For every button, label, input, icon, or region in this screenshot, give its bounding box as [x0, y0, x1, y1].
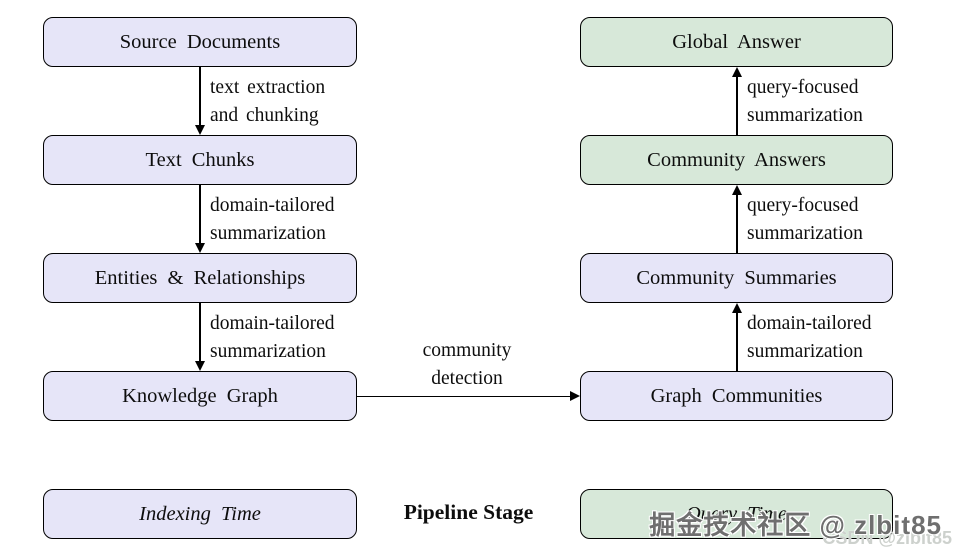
arrow-down-icon — [195, 361, 205, 371]
box-global-answer: Global Answer — [580, 17, 893, 67]
edge-label-line: summarization — [747, 223, 863, 244]
edge-label-line: domain-tailored — [210, 195, 335, 216]
edge-label-line: summarization — [210, 223, 326, 244]
edge-label-line: query-focused — [747, 77, 859, 98]
box-community-summaries: Community Summaries — [580, 253, 893, 303]
edge-label-query-focused-2: query-focused summarization — [747, 192, 863, 248]
box-community-answers-label: Community Answers — [647, 148, 826, 171]
edge-label-domain-tailored-3: domain-tailored summarization — [747, 310, 872, 366]
edge-label-line: domain-tailored — [210, 313, 335, 334]
edge-label-line: summarization — [747, 341, 863, 362]
box-indexing-time: Indexing Time — [43, 489, 357, 539]
arrow-line — [199, 303, 201, 363]
edge-label-domain-tailored-1: domain-tailored summarization — [210, 192, 335, 248]
edge-label-line: domain-tailored — [747, 313, 872, 334]
box-knowledge-graph: Knowledge Graph — [43, 371, 357, 421]
edge-label-line: summarization — [210, 341, 326, 362]
box-graph-communities-label: Graph Communities — [650, 384, 823, 407]
box-query-time: Query Time — [580, 489, 893, 539]
box-text-chunks: Text Chunks — [43, 135, 357, 185]
arrow-up-icon — [732, 185, 742, 195]
arrow-line — [736, 75, 738, 135]
box-global-answer-label: Global Answer — [672, 30, 801, 53]
box-graph-communities: Graph Communities — [580, 371, 893, 421]
edge-label-line: detection — [431, 368, 503, 389]
edge-label-line: and chunking — [210, 105, 319, 126]
edge-label-line: community — [422, 340, 512, 361]
arrow-line — [736, 311, 738, 371]
box-source-documents-label: Source Documents — [119, 30, 281, 53]
arrow-down-icon — [195, 243, 205, 253]
box-community-answers: Community Answers — [580, 135, 893, 185]
legend-pipeline-stage: Pipeline Stage — [403, 500, 534, 524]
box-entities-relationships-label: Entities & Relationships — [94, 266, 306, 289]
edge-label-line: summarization — [747, 105, 863, 126]
watermark-juejin: 掘金技术社区 @ zlbit85 — [649, 510, 942, 540]
edge-label-query-focused-1: query-focused summarization — [747, 74, 863, 130]
edge-label-line: text extraction — [210, 77, 326, 98]
box-indexing-time-label: Indexing Time — [139, 502, 261, 525]
arrow-line — [199, 67, 201, 127]
arrow-line — [736, 193, 738, 253]
box-source-documents: Source Documents — [43, 17, 357, 67]
box-community-summaries-label: Community Summaries — [636, 266, 837, 289]
edge-label-community-detection: community detection — [387, 337, 547, 393]
box-text-chunks-label: Text Chunks — [145, 148, 255, 171]
arrow-right-icon — [570, 391, 580, 402]
arrow-down-icon — [195, 125, 205, 135]
edge-label-domain-tailored-2: domain-tailored summarization — [210, 310, 335, 366]
edge-label-line: query-focused — [747, 195, 859, 216]
box-query-time-label: Query Time — [685, 502, 788, 525]
arrow-up-icon — [732, 67, 742, 77]
arrow-line — [357, 395, 572, 397]
box-entities-relationships: Entities & Relationships — [43, 253, 357, 303]
watermark-csdn: CSDN @zlbit85 — [822, 528, 952, 548]
box-knowledge-graph-label: Knowledge Graph — [122, 384, 278, 407]
arrow-line — [199, 185, 201, 245]
arrow-up-icon — [732, 303, 742, 313]
edge-label-text-extraction: text extraction and chunking — [210, 74, 325, 130]
